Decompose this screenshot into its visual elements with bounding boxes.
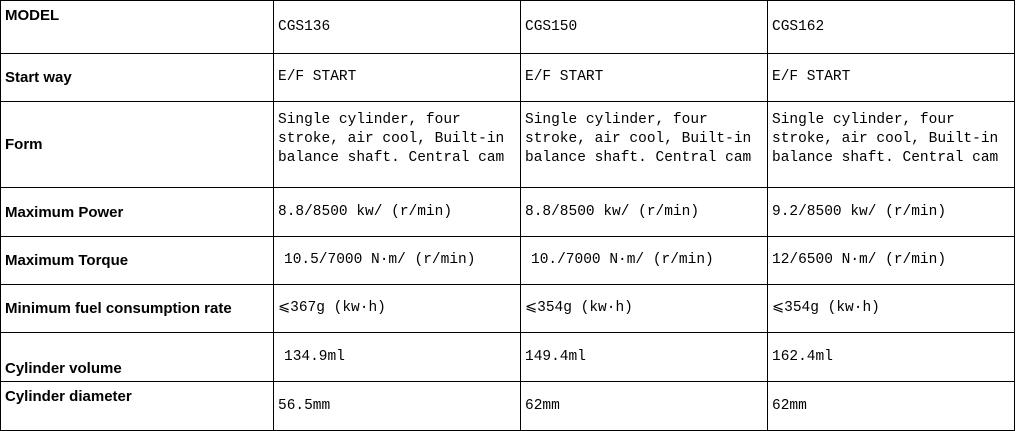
table-row: Form Single cylinder, four stroke, air c… [0, 101, 1015, 188]
cell-cgs150-maximum-power: 8.8/8500 kw/ (r/min) [520, 187, 768, 237]
cell-cgs136-cylinder-diameter: 56.5mm [273, 381, 521, 431]
cell-cgs162-model: CGS162 [767, 0, 1015, 54]
table-row: MODEL CGS136 CGS150 CGS162 [0, 0, 1015, 54]
cell-cgs136-form: Single cylinder, four stroke, air cool, … [273, 101, 521, 188]
cell-cgs150-cylinder-volume: 149.4ml [520, 332, 768, 382]
row-label-cylinder-diameter: Cylinder diameter [0, 381, 274, 431]
table-row: Cylinder volume 134.9ml 149.4ml 162.4ml [0, 332, 1015, 382]
cell-cgs162-maximum-torque: 12/6500 N·m/ (r/min) [767, 236, 1015, 285]
cell-cgs136-cylinder-volume: 134.9ml [273, 332, 521, 382]
table-row: Maximum Power 8.8/8500 kw/ (r/min) 8.8/8… [0, 187, 1015, 237]
cell-cgs136-start-way: E/F START [273, 53, 521, 102]
row-label-cylinder-volume: Cylinder volume [0, 332, 274, 382]
cell-cgs150-cylinder-diameter: 62mm [520, 381, 768, 431]
cell-cgs150-model: CGS150 [520, 0, 768, 54]
row-label-min-fuel-consumption: Minimum fuel consumption rate [0, 284, 274, 333]
cell-cgs136-min-fuel-consumption: ⩽367g (kw·h) [273, 284, 521, 333]
row-label-start-way: Start way [0, 53, 274, 102]
row-label-form: Form [0, 101, 274, 188]
table-row: Cylinder diameter 56.5mm 62mm 62mm [0, 381, 1015, 431]
cell-cgs162-cylinder-diameter: 62mm [767, 381, 1015, 431]
cell-cgs150-form: Single cylinder, four stroke, air cool, … [520, 101, 768, 188]
cell-cgs136-model: CGS136 [273, 0, 521, 54]
cell-cgs162-form: Single cylinder, four stroke, air cool, … [767, 101, 1015, 188]
cell-cgs136-maximum-power: 8.8/8500 kw/ (r/min) [273, 187, 521, 237]
table-row: Maximum Torque 10.5/7000 N·m/ (r/min) 10… [0, 236, 1015, 285]
cell-cgs150-start-way: E/F START [520, 53, 768, 102]
row-label-maximum-power: Maximum Power [0, 187, 274, 237]
table-row: Minimum fuel consumption rate ⩽367g (kw·… [0, 284, 1015, 333]
cell-cgs162-min-fuel-consumption: ⩽354g (kw·h) [767, 284, 1015, 333]
cell-cgs150-maximum-torque: 10./7000 N·m/ (r/min) [520, 236, 768, 285]
row-label-model: MODEL [0, 0, 274, 54]
table-row: Start way E/F START E/F START E/F START [0, 53, 1015, 102]
cell-cgs162-start-way: E/F START [767, 53, 1015, 102]
cell-cgs150-min-fuel-consumption: ⩽354g (kw·h) [520, 284, 768, 333]
row-label-maximum-torque: Maximum Torque [0, 236, 274, 285]
cell-cgs136-maximum-torque: 10.5/7000 N·m/ (r/min) [273, 236, 521, 285]
cell-cgs162-cylinder-volume: 162.4ml [767, 332, 1015, 382]
cell-cgs162-maximum-power: 9.2/8500 kw/ (r/min) [767, 187, 1015, 237]
